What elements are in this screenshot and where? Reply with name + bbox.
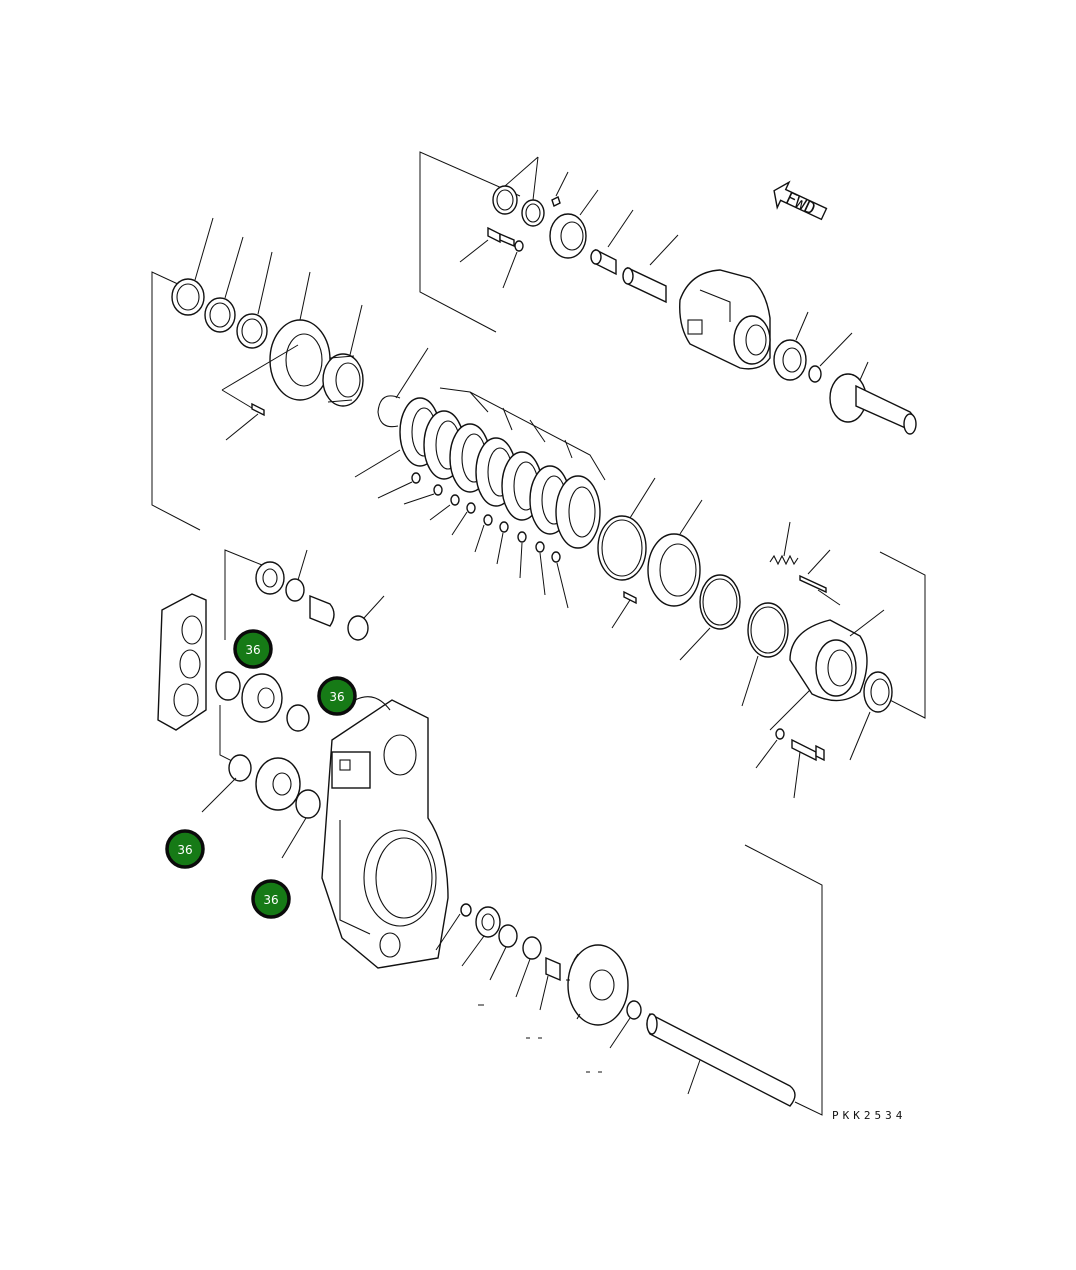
clutch-plates [399, 397, 601, 549]
top-bolt [459, 226, 524, 289]
callout-36-lower-right-label: 36 [263, 893, 278, 907]
callout-36-lower-left-label: 36 [177, 843, 192, 857]
bottom-right-bracket [744, 844, 823, 1116]
right-group-bracket [879, 551, 926, 719]
callout-36-upper-right-label: 36 [329, 690, 344, 704]
left-group-bracket [151, 271, 201, 531]
top-sleeves [590, 209, 679, 304]
drawing-code: PKK2534 [832, 1109, 906, 1122]
lower-bearings [461, 906, 561, 1011]
left-gear-cover [157, 549, 263, 767]
right-housing-bolt [755, 689, 825, 799]
top-group-bracket [419, 151, 521, 333]
fwd-arrow: FWD [773, 180, 828, 221]
callout-36-upper-right[interactable]: 36 [317, 676, 357, 716]
upper-left-snap-ring [377, 347, 429, 428]
clutch-retainer-ring [597, 477, 656, 629]
callout-36-lower-right[interactable]: 36 [251, 879, 291, 919]
top-right-bearing [773, 311, 853, 383]
top-right-shaft [829, 361, 917, 435]
right-housing-cover [789, 589, 885, 702]
upper-left-roller-bearing [322, 304, 364, 407]
top-bearing-flange [549, 171, 599, 259]
main-case [321, 696, 472, 969]
callout-36-upper-left-label: 36 [245, 643, 260, 657]
clutch-small-pins [354, 449, 569, 609]
right-housing-bearing [849, 671, 893, 761]
piston-seals [679, 574, 789, 707]
left-gear-set [201, 671, 321, 859]
top-seal-rings [492, 156, 545, 227]
clutch-pack-bracket [439, 387, 606, 481]
upper-idler-bearing [255, 549, 385, 641]
top-right-housing [679, 269, 771, 370]
spring-and-pin [769, 521, 831, 594]
clutch-piston [647, 499, 703, 607]
callout-36-upper-left[interactable]: 36 [233, 629, 273, 669]
upper-left-plate [221, 271, 331, 441]
upper-left-shims [171, 217, 273, 349]
callout-36-lower-left[interactable]: 36 [165, 829, 205, 869]
output-shaft [478, 1004, 796, 1107]
lower-driven-gear [566, 944, 642, 1049]
